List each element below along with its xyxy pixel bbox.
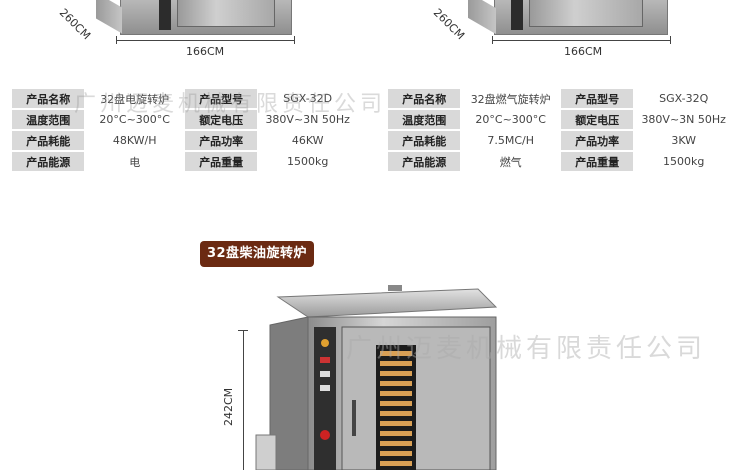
height-dimension: 242CM xyxy=(222,387,235,426)
bread-tray xyxy=(380,441,412,446)
watermark-main: 广州迈麦机械有限责任公司 xyxy=(346,334,707,364)
bread-tray xyxy=(380,421,412,426)
spec-value: 3KW xyxy=(633,131,734,150)
width-dimension-right: 166CM xyxy=(564,45,603,58)
oven-door-strip xyxy=(511,0,523,30)
emergency-stop xyxy=(320,430,330,440)
spec-label: 额定电压 xyxy=(184,110,258,129)
spec-label: 温度范围 xyxy=(12,110,85,129)
control-button xyxy=(320,385,330,391)
spec-value: 380V~3N 50Hz xyxy=(257,110,358,129)
bread-tray xyxy=(380,451,412,456)
control-button xyxy=(320,357,330,363)
oven-image-top-right xyxy=(494,0,668,35)
oven-window xyxy=(177,0,275,27)
control-button xyxy=(320,371,330,377)
spec-label: 产品耗能 xyxy=(388,131,461,150)
oven-hood xyxy=(276,288,498,318)
spec-value: 48KW/H xyxy=(84,131,185,150)
spec-label: 产品能源 xyxy=(12,152,85,171)
bread-tray xyxy=(380,391,412,396)
width-dim-tick xyxy=(670,36,671,44)
oven-side-top-left xyxy=(96,0,122,34)
door-handle xyxy=(352,400,356,436)
spec-value: SGX-32Q xyxy=(633,89,734,108)
watermark-top: 广州迈麦机械有限责任公司 xyxy=(74,92,387,117)
oven-door-strip xyxy=(159,0,171,30)
spec-value: 7.5MC/H xyxy=(460,131,561,150)
depth-dimension-right: 260CM xyxy=(430,6,467,43)
spec-value: 燃气 xyxy=(460,152,561,171)
spec-label: 产品能源 xyxy=(388,152,461,171)
spec-value: SGX-32D xyxy=(257,89,358,108)
width-dim-tick xyxy=(294,36,295,44)
spec-label: 产品名称 xyxy=(388,89,461,108)
width-dim-line-left xyxy=(116,40,294,41)
spec-label: 产品耗能 xyxy=(12,131,85,150)
height-dim-line xyxy=(243,330,244,470)
oven-window xyxy=(529,0,643,27)
diesel-oven-image xyxy=(255,285,498,470)
oven-chimney xyxy=(388,285,402,291)
width-dim-line-right xyxy=(492,40,670,41)
spec-label: 产品型号 xyxy=(560,89,634,108)
spec-value: 32盘电旋转炉 xyxy=(84,89,185,108)
spec-value: 32盘燃气旋转炉 xyxy=(460,89,561,108)
spec-value: 电 xyxy=(84,152,185,171)
spec-value: 46KW xyxy=(257,131,358,150)
depth-dimension-left: 260CM xyxy=(56,6,93,43)
spec-value: 380V~3N 50Hz xyxy=(633,110,734,129)
spec-label: 产品功率 xyxy=(560,131,634,150)
spec-label: 产品名称 xyxy=(12,89,85,108)
spec-value: 20°C~300°C xyxy=(84,110,185,129)
spec-value: 1500kg xyxy=(633,152,734,171)
width-dim-tick xyxy=(116,36,117,44)
bread-tray xyxy=(380,361,412,366)
spec-label: 产品型号 xyxy=(184,89,258,108)
bread-tray xyxy=(380,461,412,466)
height-dim-tick xyxy=(238,330,248,331)
width-dim-tick xyxy=(492,36,493,44)
oven-side-top-right xyxy=(468,0,496,35)
bread-tray xyxy=(380,381,412,386)
control-knob xyxy=(321,339,329,347)
bread-tray xyxy=(380,351,412,356)
spec-label: 额定电压 xyxy=(560,110,634,129)
oven-side-panel xyxy=(269,316,309,470)
width-dimension-left: 166CM xyxy=(186,45,225,58)
spec-value: 20°C~300°C xyxy=(460,110,561,129)
oven-image-top-left xyxy=(120,0,292,35)
bread-tray xyxy=(380,411,412,416)
bread-tray xyxy=(380,431,412,436)
bread-tray xyxy=(380,371,412,376)
control-panel xyxy=(314,327,336,470)
spec-label: 产品重量 xyxy=(560,152,634,171)
diesel-oven-title: 32盘柴油旋转炉 xyxy=(200,241,314,267)
oven-rack-cabinet xyxy=(255,434,277,470)
spec-value: 1500kg xyxy=(257,152,358,171)
spec-label: 产品重量 xyxy=(184,152,258,171)
spec-label: 温度范围 xyxy=(388,110,461,129)
spec-label: 产品功率 xyxy=(184,131,258,150)
bread-tray xyxy=(380,401,412,406)
